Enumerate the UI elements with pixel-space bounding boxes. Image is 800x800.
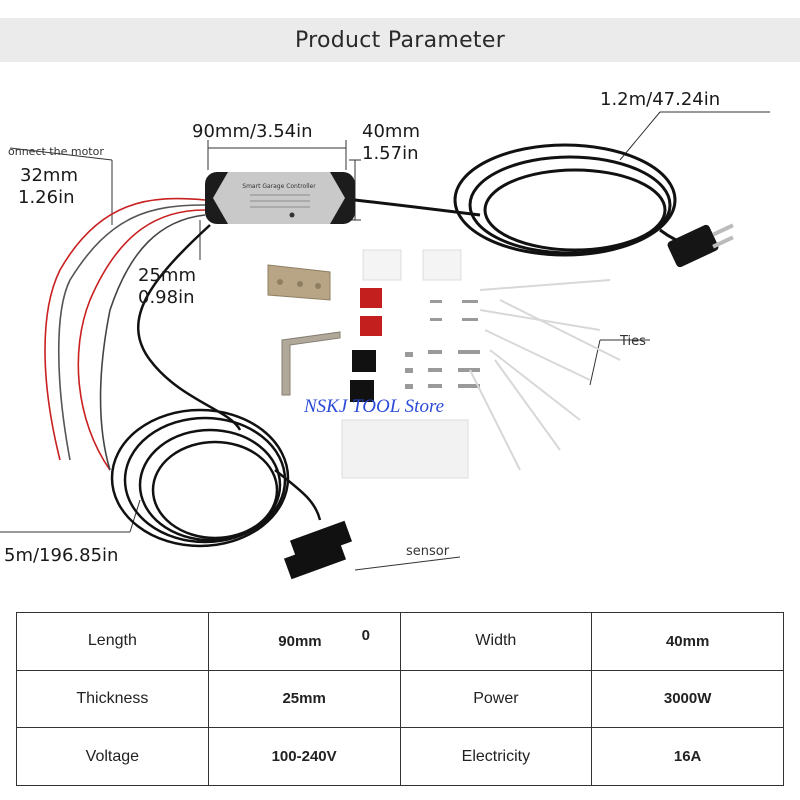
- length-label: 90mm/3.54in: [192, 121, 313, 142]
- sensor-label: sensor: [406, 544, 450, 559]
- sensor-cable: [110, 224, 322, 548]
- device-name-text: Smart Garage Controller: [242, 183, 316, 190]
- header-banner: Product Parameter: [0, 18, 800, 62]
- controller-box: Smart Garage Controller: [205, 172, 355, 224]
- table-row: Voltage 100-240V Electricity 16A: [16, 727, 784, 786]
- wire-length-label-mm: 32mm: [20, 165, 78, 186]
- spec-key: Length: [16, 612, 209, 671]
- power-cord: [354, 143, 716, 257]
- ties-label: Ties: [620, 334, 646, 349]
- spec-value-text: 90mm: [278, 632, 322, 650]
- spec-key: Voltage: [16, 727, 209, 786]
- wire-length-label-in: 1.26in: [18, 187, 75, 208]
- product-photo: Smart Garage Controller: [0, 62, 800, 600]
- motor-wires: [44, 197, 206, 471]
- power-plug: [667, 223, 734, 268]
- page-title: Product Parameter: [294, 27, 506, 53]
- table-row: Length 90mm 0 Width 40mm: [16, 612, 784, 671]
- screws: [405, 300, 480, 389]
- connect-motor-label: onnect the motor: [8, 145, 104, 158]
- spec-value: 90mm 0: [207, 612, 401, 671]
- thickness-label-in: 0.98in: [138, 287, 195, 308]
- sensor-cable-length-label: 5m/196.85in: [4, 545, 119, 566]
- product-illustration: Smart Garage Controller: [0, 111, 770, 580]
- spec-key: Power: [399, 669, 593, 729]
- spec-key: Thickness: [16, 669, 209, 729]
- accessories: [267, 249, 469, 479]
- spec-value: 25mm: [207, 669, 401, 729]
- width-label-in: 1.57in: [362, 143, 419, 164]
- stray-digit: 0: [361, 626, 370, 644]
- magnetic-sensor: [283, 520, 353, 580]
- store-watermark: NSKJ TOOL Store: [304, 396, 445, 417]
- table-row: Thickness 25mm Power 3000W: [16, 669, 784, 729]
- width-label-mm: 40mm: [362, 121, 420, 142]
- power-cord-length-label: 1.2m/47.24in: [600, 89, 721, 110]
- parameter-table: Length 90mm 0 Width 40mm Thickness 25mm P…: [16, 612, 784, 786]
- spec-value: 40mm: [591, 612, 784, 671]
- spec-key: Electricity: [399, 727, 593, 786]
- spec-value: 16A: [591, 727, 784, 786]
- spec-value: 3000W: [591, 669, 784, 729]
- cable-ties: [469, 279, 621, 471]
- thickness-label-mm: 25mm: [138, 265, 196, 286]
- spec-value: 100-240V: [207, 727, 401, 786]
- spec-key: Width: [399, 612, 593, 671]
